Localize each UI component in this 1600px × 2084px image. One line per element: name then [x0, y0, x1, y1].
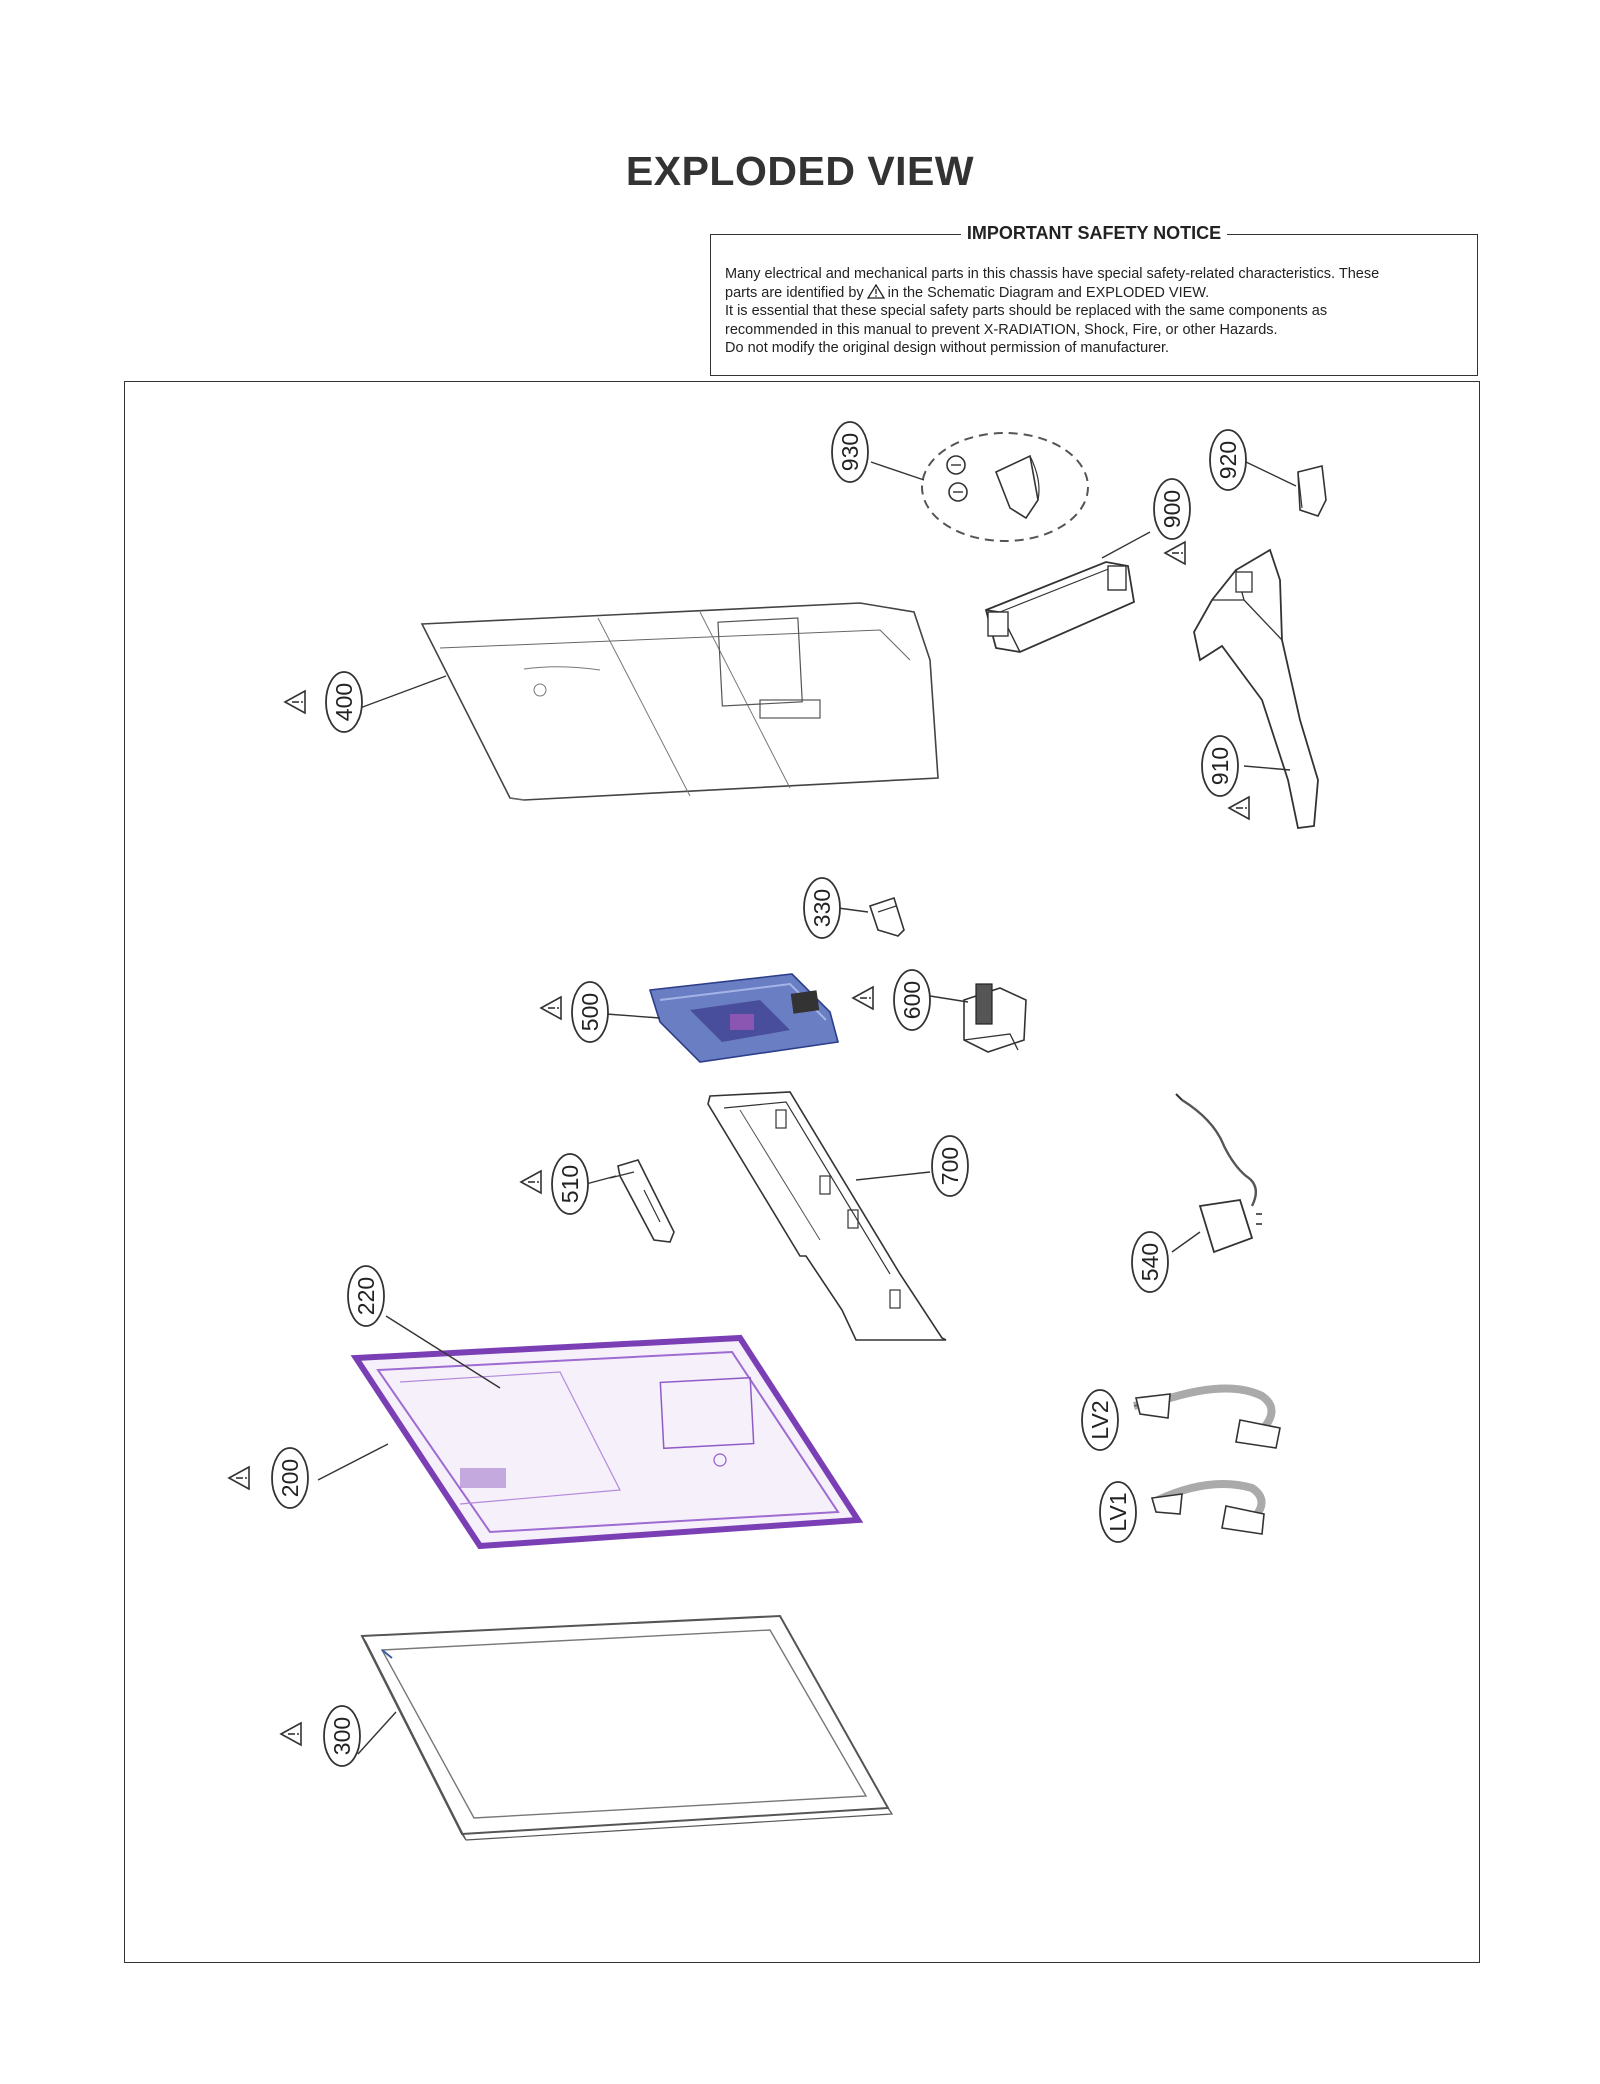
- part-910-stand-neck: [1193, 548, 1319, 829]
- part-540-adapter: [1175, 1093, 1262, 1254]
- part-lv2-cable: [1133, 1384, 1281, 1449]
- part-930-screws-and-cap: [921, 432, 1089, 542]
- callout-900: 900: [1153, 478, 1191, 565]
- callout-920: 920: [1209, 429, 1247, 491]
- warning-triangle-icon: [540, 996, 562, 1020]
- callout-930: 930: [831, 421, 869, 483]
- svg-text:700: 700: [937, 1147, 963, 1185]
- callout-200: 200: [228, 1447, 309, 1509]
- warning-triangle-icon: [284, 690, 306, 714]
- warning-triangle-icon: [228, 1466, 250, 1490]
- svg-text:300: 300: [329, 1717, 355, 1755]
- safety-notice-box: IMPORTANT SAFETY NOTICE Many electrical …: [710, 223, 1478, 376]
- svg-text:920: 920: [1215, 441, 1241, 479]
- svg-text:600: 600: [899, 981, 925, 1019]
- svg-text:400: 400: [331, 683, 357, 721]
- notice-line-2b: in the Schematic Diagram and EXPLODED VI…: [887, 284, 1210, 301]
- svg-text:LV1: LV1: [1105, 1492, 1131, 1531]
- diagram-frame: [124, 381, 1480, 1963]
- callout-lv2: LV2: [1081, 1389, 1119, 1451]
- svg-text:220: 220: [353, 1277, 379, 1315]
- svg-text:930: 930: [837, 433, 863, 471]
- callout-700: 700: [931, 1135, 969, 1197]
- callout-220: 220: [347, 1265, 385, 1327]
- part-920-cap: [1297, 465, 1327, 517]
- page-title: EXPLODED VIEW: [625, 148, 975, 194]
- part-500-main-board: [648, 973, 840, 1063]
- part-300-front-bezel: [360, 1614, 894, 1841]
- warning-triangle-icon: [520, 1170, 542, 1194]
- svg-text:200: 200: [277, 1459, 303, 1497]
- svg-text:510: 510: [557, 1165, 583, 1203]
- svg-text:LV2: LV2: [1087, 1400, 1113, 1439]
- svg-text:500: 500: [577, 993, 603, 1031]
- warning-triangle-icon: [1228, 796, 1250, 820]
- callout-500: 500: [540, 981, 609, 1043]
- callout-510: 510: [520, 1153, 589, 1215]
- warning-triangle-icon: [280, 1722, 302, 1746]
- notice-line-2a: parts are identified by: [725, 284, 864, 301]
- callout-400: 400: [284, 671, 363, 733]
- notice-line-1: Many electrical and mechanical parts in …: [725, 266, 1380, 282]
- svg-text:910: 910: [1207, 747, 1233, 785]
- notice-line-3: It is essential that these special safet…: [725, 303, 1328, 319]
- part-600-power-bracket: [963, 983, 1027, 1053]
- warning-triangle-icon: [1164, 541, 1186, 565]
- callout-300: 300: [280, 1705, 361, 1767]
- notice-line-5: Do not modify the original design withou…: [725, 340, 1170, 356]
- part-510-bracket: [609, 1159, 675, 1243]
- svg-text:900: 900: [1159, 490, 1185, 528]
- callout-600: 600: [852, 969, 931, 1031]
- part-200-middle-frame: [350, 1334, 864, 1550]
- svg-text:330: 330: [809, 889, 835, 927]
- callout-330: 330: [803, 877, 841, 939]
- part-400-back-cover: [420, 602, 939, 801]
- warning-triangle-icon: [852, 986, 874, 1010]
- callout-910: 910: [1201, 735, 1250, 820]
- part-700-main-bracket: [707, 1091, 947, 1341]
- callout-lv1: LV1: [1099, 1481, 1137, 1543]
- part-lv1-cable: [1150, 1480, 1266, 1535]
- safety-notice-body: Many electrical and mechanical parts in …: [725, 265, 1463, 358]
- svg-text:540: 540: [1137, 1243, 1163, 1281]
- callout-540: 540: [1131, 1231, 1169, 1293]
- notice-line-2: parts are identified by in the Schematic …: [725, 283, 1463, 303]
- safety-notice-heading: IMPORTANT SAFETY NOTICE: [960, 223, 1228, 243]
- notice-line-4: recommended in this manual to prevent X-…: [725, 321, 1278, 338]
- part-330-clip: [868, 896, 905, 937]
- part-900-stand-hinge: [984, 561, 1136, 653]
- warning-triangle-icon: [866, 283, 885, 299]
